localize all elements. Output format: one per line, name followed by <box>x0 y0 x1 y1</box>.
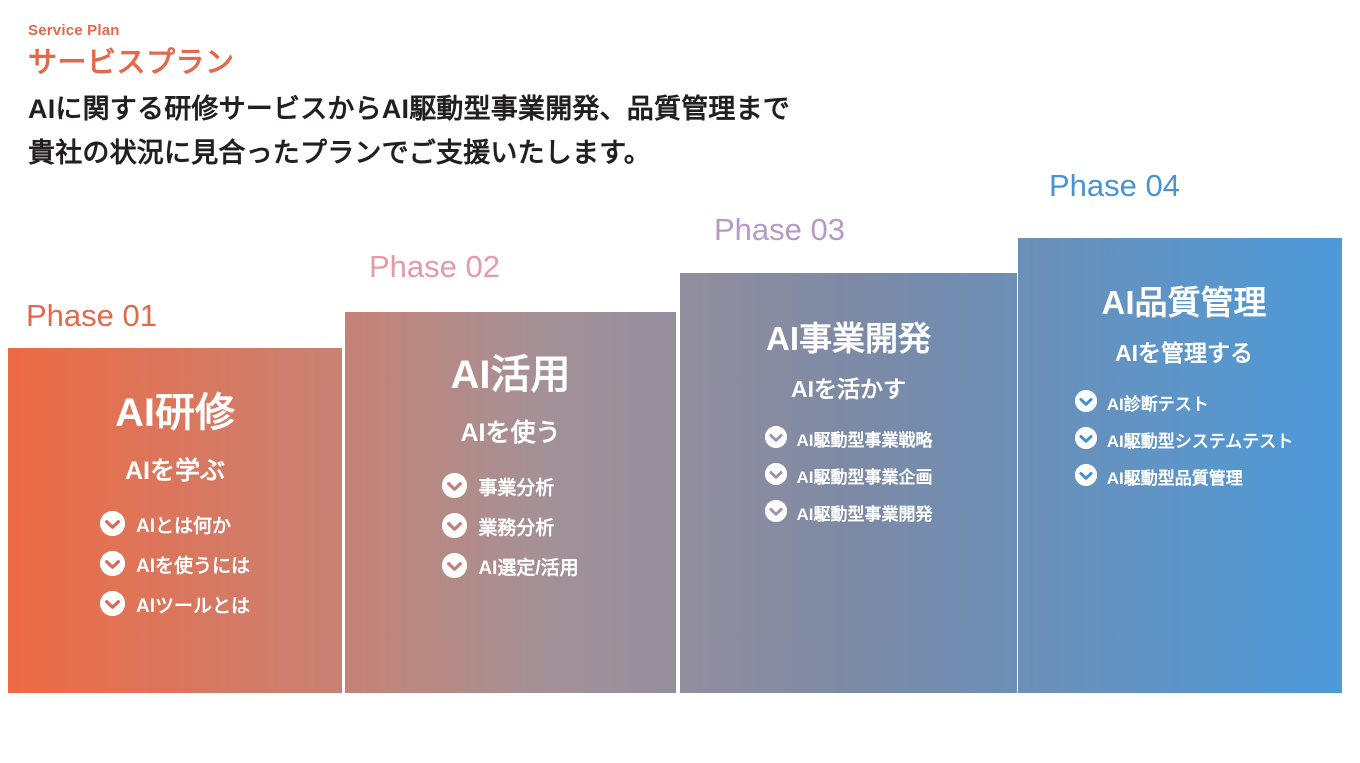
lede-line-2: 貴社の状況に見合ったプランでご支援いたします。 <box>28 137 651 168</box>
phase-bullet-list: 事業分析 業務分析 AI選定/活用 <box>442 472 579 592</box>
phase-card-01[interactable]: AI研修 AIを学ぶ AIとは何か AIを使うには AIツールとは <box>8 348 342 693</box>
list-item: AIを使うには <box>99 550 250 577</box>
check-circle-icon <box>764 426 787 449</box>
phase-card-subtitle: AIを学ぶ <box>124 457 225 485</box>
list-item-label: AI駆動型システムテスト <box>1106 431 1294 451</box>
check-circle-icon <box>764 500 787 523</box>
list-item-label: 事業分析 <box>478 477 555 499</box>
check-circle-icon <box>442 472 468 498</box>
phase-label-03: Phase 03 <box>714 212 845 247</box>
lede-line-1: AIに関する研修サービスからAI駆動型事業開発、品質管理まで <box>28 94 790 125</box>
list-item: AI駆動型事業開発 <box>764 499 933 524</box>
check-circle-icon <box>99 550 125 576</box>
list-item: 業務分析 <box>442 512 578 539</box>
phase-card-03[interactable]: AI事業開発 AIを活かす AI駆動型事業戦略 AI駆動型事業企画 AI駆動型事… <box>680 273 1017 693</box>
check-circle-icon <box>1074 464 1097 487</box>
list-item-label: AIを使うには <box>135 555 250 577</box>
list-item-label: AIとは何か <box>135 515 231 537</box>
list-item: AI駆動型品質管理 <box>1074 463 1294 488</box>
eyebrow-label: Service Plan <box>28 22 120 39</box>
list-item: AIツールとは <box>99 590 250 617</box>
phase-bullet-list: AI駆動型事業戦略 AI駆動型事業企画 AI駆動型事業開発 <box>764 425 933 536</box>
list-item-label: AI駆動型事業戦略 <box>796 430 933 450</box>
list-item: AI駆動型事業戦略 <box>764 425 933 450</box>
phase-card-04[interactable]: AI品質管理 AIを管理する AI診断テスト AI駆動型システムテスト AI駆動… <box>1018 238 1350 693</box>
phase-card-title: AI研修 <box>115 391 235 435</box>
list-item: AI駆動型システムテスト <box>1074 426 1294 451</box>
slide-header: Service Plan サービスプラン AIに関する研修サービスからAI駆動型… <box>28 22 1128 176</box>
lede-paragraph: AIに関する研修サービスからAI駆動型事業開発、品質管理まで 貴社の状況に見合っ… <box>28 88 1128 175</box>
check-circle-icon <box>99 510 125 536</box>
list-item: AIとは何か <box>99 510 250 537</box>
check-circle-icon <box>442 552 468 578</box>
phase-label-02: Phase 02 <box>369 249 500 284</box>
list-item-label: AI診断テスト <box>1106 394 1209 414</box>
page-title: サービスプラン <box>28 47 235 79</box>
phase-card-subtitle: AIを管理する <box>1115 340 1253 367</box>
check-circle-icon <box>1074 427 1097 450</box>
phase-label-04: Phase 04 <box>1049 168 1180 203</box>
phase-card-subtitle: AIを使う <box>460 419 561 447</box>
list-item-label: AI駆動型事業企画 <box>796 467 933 487</box>
list-item-label: AIツールとは <box>135 595 250 617</box>
phase-card-subtitle: AIを活かす <box>791 376 906 403</box>
phase-bullet-list: AI診断テスト AI駆動型システムテスト AI駆動型品質管理 <box>1074 389 1294 500</box>
list-item-label: AI駆動型事業開発 <box>796 504 933 524</box>
check-circle-icon <box>99 590 125 616</box>
list-item-label: 業務分析 <box>478 517 555 539</box>
phase-card-title: AI品質管理 <box>1101 284 1267 321</box>
check-circle-icon <box>764 463 787 486</box>
list-item-label: AI選定/活用 <box>478 557 579 579</box>
check-circle-icon <box>442 512 468 538</box>
phase-label-01: Phase 01 <box>26 298 157 333</box>
phase-card-title: AI事業開発 <box>766 320 931 357</box>
list-item-label: AI駆動型品質管理 <box>1106 468 1243 488</box>
phase-bullet-list: AIとは何か AIを使うには AIツールとは <box>99 510 250 630</box>
list-item: AI診断テスト <box>1074 389 1294 414</box>
check-circle-icon <box>1074 390 1097 413</box>
list-item: AI駆動型事業企画 <box>764 462 933 487</box>
list-item: 事業分析 <box>442 472 578 499</box>
list-item: AI選定/活用 <box>442 552 579 579</box>
phase-card-title: AI活用 <box>450 353 571 397</box>
phase-card-02[interactable]: AI活用 AIを使う 事業分析 業務分析 AI選定/活用 <box>345 312 676 693</box>
